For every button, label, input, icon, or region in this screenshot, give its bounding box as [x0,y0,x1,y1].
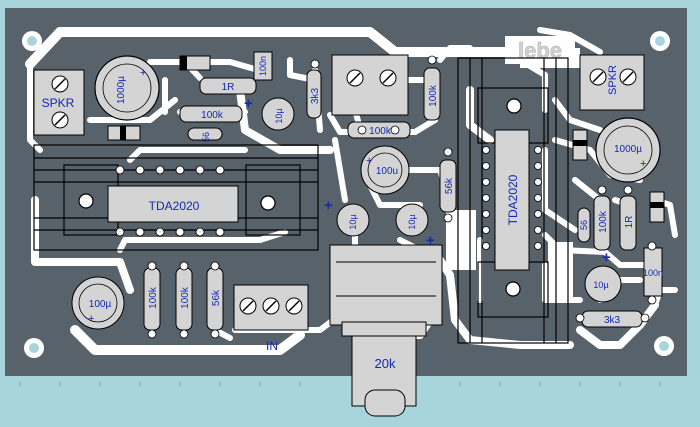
ic-tda2020-right: TDA2020 [494,129,530,271]
capacitor-100n-right: 100n [643,247,663,297]
svg-text:1R: 1R [624,216,635,229]
heatsink-left [33,144,319,251]
svg-text:1R: 1R [222,82,235,93]
resistor-3k3-bottom: 3k3 [581,310,643,328]
capacitor-100u-bottom: 100µ + [71,276,125,330]
input-label: IN [266,339,278,353]
capacitor-10u-right: 10µ + [395,203,435,249]
resistor-56k-center: 56k [439,159,457,213]
svg-text:+: + [366,155,372,167]
capacitor-56-top: 56 [187,127,223,142]
svg-text:10µ: 10µ [593,280,608,290]
svg-text:+: + [640,158,646,170]
svg-text:56k: 56k [211,289,222,306]
board-edge-ticks [19,382,661,386]
svg-text:100µ: 100µ [89,299,112,310]
diode-top [179,55,211,71]
svg-text:1000µ: 1000µ [116,76,127,104]
capacitor-100u-center: 100u + [360,145,410,195]
resistor-1R-top: 1R [199,77,257,95]
diode-left [107,125,141,141]
speaker-right-label: SPKR [607,65,619,95]
svg-text:10µ: 10µ [274,108,284,123]
potentiometer-20k: 20k [329,244,443,417]
svg-text:+: + [602,249,611,266]
ic-right-label: TDA2020 [506,174,520,225]
resistor-100k-bottom-2: 100k [175,267,193,331]
capacitor-10u-right-bottom: 10µ + [584,249,622,303]
resistor-100k-bottom-1: 100k [143,267,161,331]
svg-text:100n: 100n [258,56,268,76]
svg-text:1000µ: 1000µ [614,144,642,155]
resistor-100k-right: 100k [593,195,611,251]
svg-text:10µ: 10µ [407,214,417,229]
resistor-1R-right: 1R [619,195,637,251]
ic-left-label: TDA2020 [149,199,200,213]
svg-text:100k: 100k [428,84,439,107]
svg-text:+: + [88,313,94,325]
capacitor-1000u-right: 1000µ + [595,117,661,183]
diode-right [649,191,665,223]
svg-text:+: + [140,67,146,79]
resistor-100k-center: 100k [347,121,411,139]
svg-text:100k: 100k [180,286,191,309]
svg-text:56: 56 [201,132,211,142]
svg-text:56: 56 [579,220,589,230]
capacitor-100n-top: 100n [253,51,273,81]
svg-text:100k: 100k [148,286,159,309]
solder-pads [115,55,657,339]
svg-text:100k: 100k [598,210,609,233]
terminal-speaker-right: SPKR [579,54,645,111]
capacitor-1000u-left: 1000µ + [94,55,160,121]
terminal-input: IN [233,284,309,353]
logo-text: lebe [518,38,562,63]
mounting-holes [22,31,674,358]
svg-text:+: + [244,95,253,112]
svg-text:100u: 100u [376,166,398,177]
ic-tda2020-left: TDA2020 [107,185,239,223]
terminal-speaker-left: SPKR [33,69,85,136]
capacitor-10u-top: 10µ + [244,95,295,131]
resistor-100k-top-right: 100k [423,67,441,121]
capacitor-56-right: 56 [577,207,591,243]
svg-text:100n: 100n [643,268,663,278]
speaker-left-label: SPKR [42,96,75,110]
svg-text:56k: 56k [444,177,455,194]
resistor-100k-top: 100k [179,105,243,123]
resistor-3k3-top: 3k3 [306,69,322,119]
svg-text:+: + [324,197,333,214]
diode-right-top [572,129,588,161]
potentiometer-label: 20k [375,356,396,371]
svg-text:100k: 100k [201,110,224,121]
board-logo: lebe [505,36,575,64]
svg-text:3k3: 3k3 [604,315,621,326]
svg-text:100k: 100k [369,126,392,137]
svg-text:3k3: 3k3 [310,88,321,105]
resistor-56k-bottom: 56k [206,267,224,331]
svg-text:+: + [426,232,435,249]
terminal-top-center [331,54,409,116]
svg-text:10µ: 10µ [348,214,358,229]
capacitor-10u-left: 10µ + [324,197,370,237]
